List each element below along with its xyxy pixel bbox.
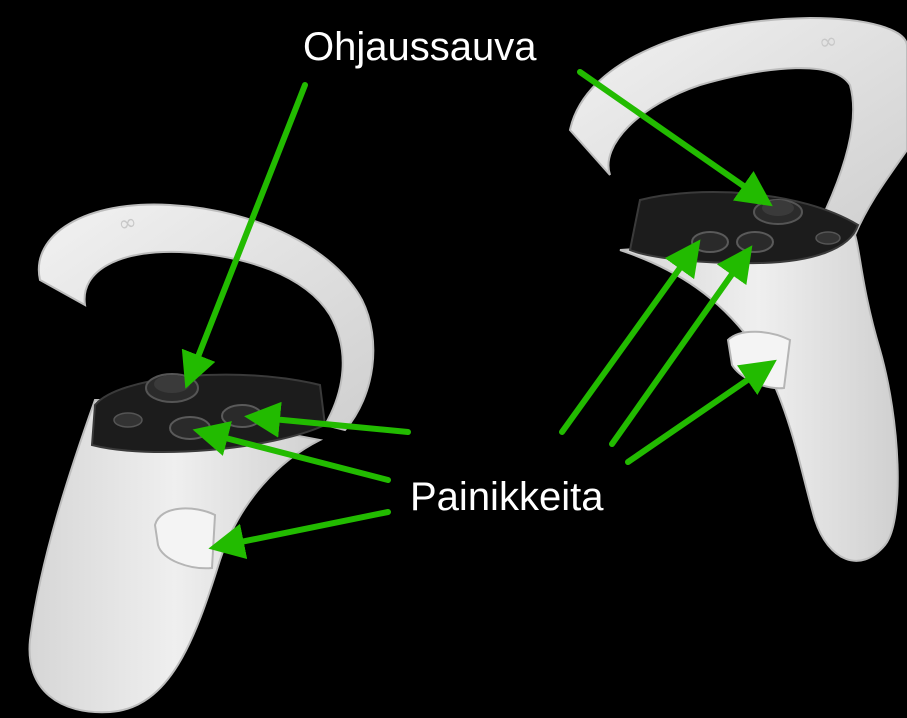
right-button-left [692, 232, 728, 252]
right-button-right [737, 232, 773, 252]
meta-logo-icon: ∞ [817, 29, 839, 56]
arrow-right-button-right [612, 260, 742, 444]
right-menu-button [816, 232, 840, 244]
left-menu-button [114, 413, 142, 427]
buttons-label: Painikkeita [410, 477, 603, 517]
left-controller: ∞ [30, 205, 374, 713]
left-button-lower [170, 417, 210, 439]
right-side-trigger [728, 332, 790, 388]
arrow-left-side-trigger [226, 512, 388, 545]
joystick-label: Ohjaussauva [303, 27, 536, 67]
right-handle [620, 235, 898, 561]
arrow-right-button-left [562, 254, 690, 432]
arrow-right-side-trigger [628, 370, 762, 462]
left-button-upper [222, 405, 262, 427]
right-faceplate [630, 192, 858, 263]
